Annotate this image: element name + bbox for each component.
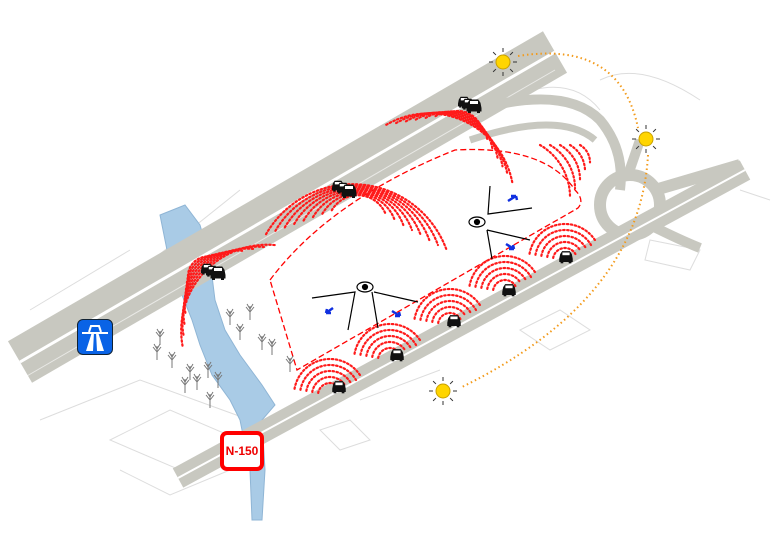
noise-arc (413, 287, 483, 320)
noise-arc (480, 266, 527, 289)
noise-arc (486, 272, 522, 290)
tree-icon (180, 376, 190, 393)
noise-arc (474, 260, 533, 288)
noise-arc (302, 189, 414, 232)
tree-icon (245, 303, 255, 320)
noise-arc (540, 234, 587, 257)
car-icon (447, 315, 461, 328)
viewpoint-left (311, 281, 419, 331)
noise-arc (371, 340, 407, 358)
noise-arc (385, 112, 514, 185)
tree-icon (285, 355, 295, 372)
tree-icon (155, 328, 165, 345)
tree-icon (257, 333, 267, 350)
noise-arc (293, 187, 422, 237)
car-icon (502, 284, 516, 297)
tree-icon (267, 338, 277, 355)
tree-icon (192, 373, 202, 390)
noise-arc (546, 240, 582, 258)
tree-icon (235, 323, 245, 340)
tree-icon (205, 391, 215, 408)
noise-arc (528, 222, 598, 255)
noise-arc (538, 143, 572, 199)
tree-icon (225, 308, 235, 325)
noise-arc (558, 143, 582, 181)
sun-path (459, 52, 649, 389)
car-icon (466, 99, 482, 113)
motorway-sign (77, 319, 113, 355)
noise-arc (578, 143, 592, 164)
noise-arc (365, 334, 412, 357)
noise-arc (419, 293, 478, 321)
trees (152, 303, 295, 408)
view-arrow-icon (324, 306, 334, 315)
noise-arc (299, 363, 358, 391)
tree-icon (167, 351, 177, 368)
n150-road (172, 160, 751, 488)
car-icon (559, 251, 573, 264)
noise-arc (264, 183, 448, 252)
noise-arc (492, 278, 517, 292)
view-arrow-icon (505, 242, 516, 251)
noise-arc (305, 369, 352, 392)
noise-arc (311, 375, 347, 393)
tree-icon (213, 371, 223, 388)
view-arrow-icon (507, 194, 519, 203)
motorway-icon (82, 325, 108, 351)
noise-arc (552, 246, 577, 260)
noise-arc (431, 305, 467, 323)
sun-icon (632, 125, 660, 153)
noise-arc (359, 328, 418, 356)
noise-arc (353, 322, 423, 355)
car-icon (210, 266, 226, 280)
noise-arc (274, 184, 440, 247)
sun-icon (429, 377, 457, 405)
noise-arcs (180, 109, 598, 395)
noise-arc (548, 143, 577, 190)
noise-arc (283, 186, 431, 242)
viewpoint-right (468, 185, 533, 260)
access-roads (448, 94, 742, 253)
noise-arc (534, 228, 593, 256)
car-icon (332, 381, 346, 394)
noise-arc (568, 143, 587, 173)
view-arrow-icon (391, 309, 402, 318)
noise-arc (180, 243, 276, 347)
noise-arc (425, 299, 472, 322)
noise-arc (468, 254, 538, 287)
sun-icon (489, 48, 517, 76)
tree-icon (152, 343, 162, 360)
tree-icon (185, 363, 195, 380)
car-icon (390, 349, 404, 362)
car-icon (341, 184, 357, 198)
noise-arc (293, 357, 363, 390)
noise-arc (321, 192, 396, 222)
tree-icon (203, 361, 213, 378)
noise-arc (330, 194, 388, 217)
n150-sign: N-150 (220, 431, 264, 471)
noise-arc (311, 191, 405, 227)
